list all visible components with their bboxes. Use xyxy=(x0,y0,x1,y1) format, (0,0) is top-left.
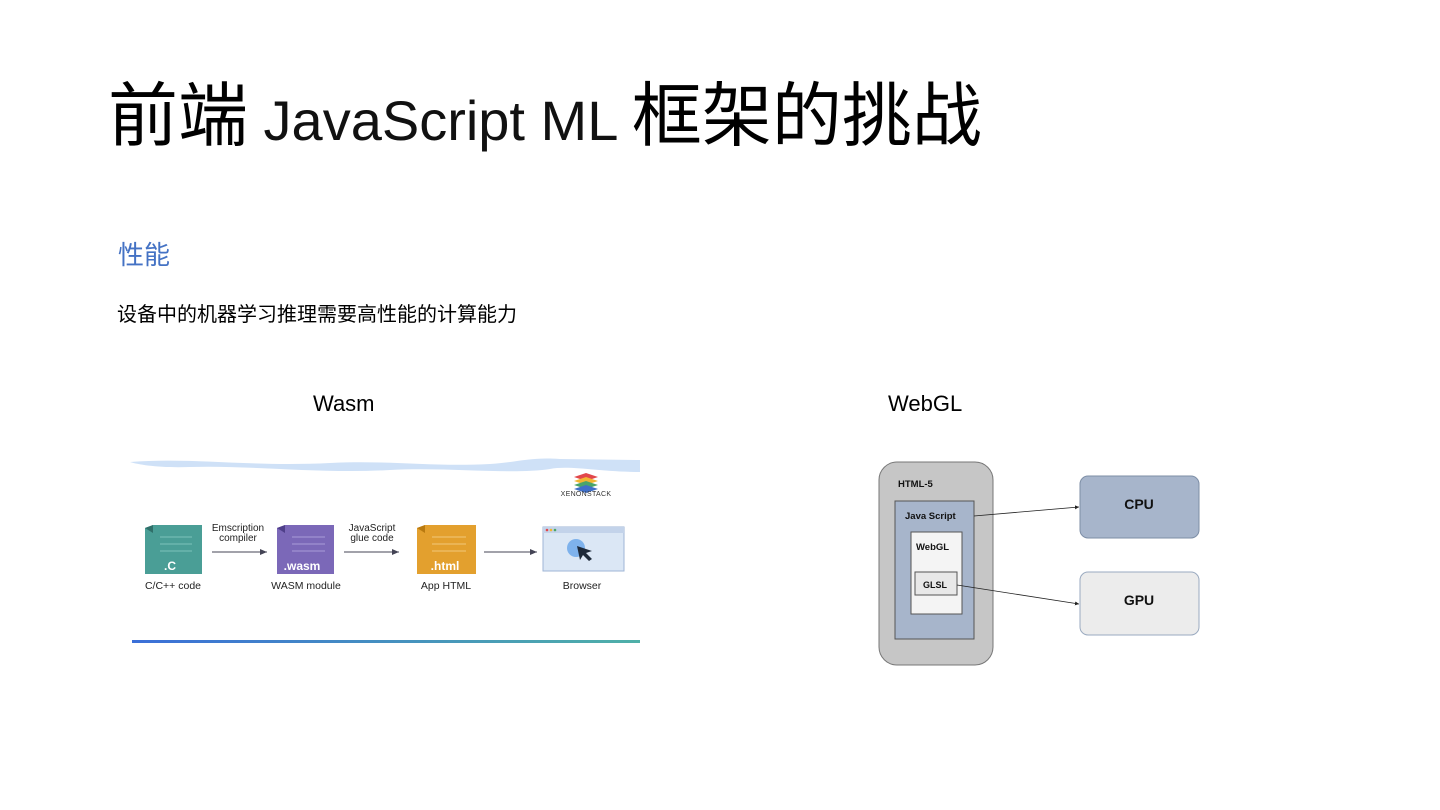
webgl-caption: WebGL xyxy=(888,391,963,416)
title-middle: JavaScript ML xyxy=(248,89,632,152)
arrow2-line1: JavaScript xyxy=(349,523,396,534)
title-suffix: 框架的挑战 xyxy=(631,75,982,157)
browser-label: Browser xyxy=(563,580,602,592)
wasm-step-browser: Browser xyxy=(542,526,625,592)
wasm-pipeline-svg: XENONSTACK .C C/C++ code Emscription com… xyxy=(130,458,640,643)
bottom-gradient-bar xyxy=(132,640,640,643)
arrow-glue-code: JavaScript glue code xyxy=(344,523,399,555)
c-file-tag: .C xyxy=(164,559,176,573)
arrow-js-to-cpu xyxy=(973,505,1080,517)
cursor-icon xyxy=(577,546,592,561)
html5-label: HTML-5 xyxy=(898,479,934,490)
section-heading: 性能 xyxy=(118,241,171,271)
wasm-pipeline-figure: XENONSTACK .C C/C++ code Emscription com… xyxy=(130,455,640,650)
xenonstack-logo-icon xyxy=(574,473,598,493)
gpu-box xyxy=(1079,571,1200,636)
arrow1-line2: compiler xyxy=(219,533,257,544)
section-body: 设备中的机器学习推理需要高性能的计算能力 xyxy=(117,302,517,326)
wasm-step-c-code: .C C/C++ code xyxy=(145,525,202,592)
webgl-architecture-svg: HTML-5 Java Script WebGL GLSL CPU GPU xyxy=(878,461,1200,666)
wasm-module-label: WASM module xyxy=(271,580,341,592)
gpu-label: GPU xyxy=(1124,592,1154,608)
cpu-box xyxy=(1079,475,1200,539)
arrow-compiler: Emscription compiler xyxy=(212,523,267,555)
wasm-step-module: .wasm WASM module xyxy=(271,525,341,592)
arrow2-line2: glue code xyxy=(350,533,394,544)
cpu-label: CPU xyxy=(1124,496,1154,512)
wasm-step-html: .html App HTML xyxy=(417,525,476,592)
webgl-architecture-figure: HTML-5 Java Script WebGL GLSL CPU GPU xyxy=(870,455,1215,675)
c-code-label: C/C++ code xyxy=(145,580,201,592)
html-file-tag: .html xyxy=(431,559,460,573)
wasm-caption: Wasm xyxy=(313,391,375,416)
arrow1-line1: Emscription xyxy=(212,523,264,534)
javascript-label: Java Script xyxy=(905,511,957,522)
title-prefix: 前端 xyxy=(108,75,248,157)
glsl-box xyxy=(914,571,958,596)
arrow-glsl-to-gpu xyxy=(956,584,1080,606)
top-cloud-band xyxy=(130,458,640,472)
wasm-file-tag: .wasm xyxy=(284,559,321,573)
app-html-label: App HTML xyxy=(421,580,471,592)
brand-text: XENONSTACK xyxy=(561,491,612,498)
webgl-label: WebGL xyxy=(916,542,949,553)
glsl-label: GLSL xyxy=(923,580,948,590)
slide-title: 前端 JavaScript ML 框架的挑战 xyxy=(108,74,982,163)
